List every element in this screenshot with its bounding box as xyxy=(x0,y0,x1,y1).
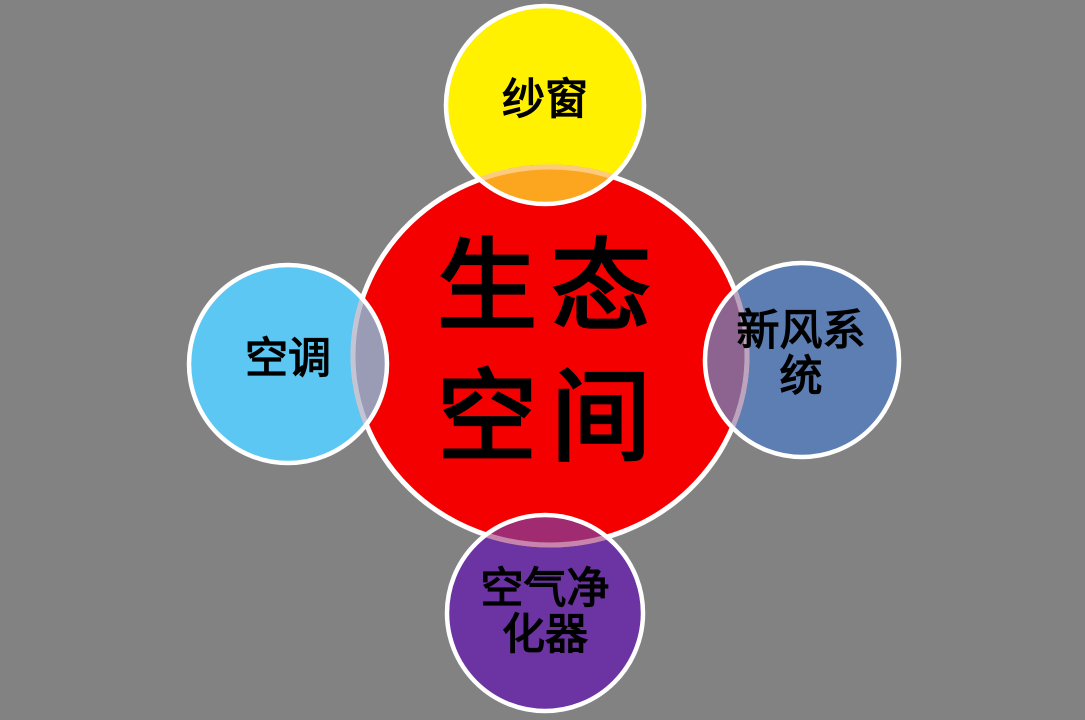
satellite-circle-left xyxy=(186,262,390,466)
satellite-label-bottom-line-1: 空气净 xyxy=(480,566,610,613)
satellite-circle-bottom xyxy=(444,512,646,714)
center-ring-through-right xyxy=(705,263,750,457)
center-ring-through-top xyxy=(446,164,644,204)
satellite-label-right-line-2: 统 xyxy=(779,354,823,401)
satellite-label-bottom-line-2: 化器 xyxy=(502,612,588,659)
satellite-circle-right xyxy=(702,260,902,460)
satellite-label-left: 空调 xyxy=(245,336,331,383)
center-ring-through-left xyxy=(350,265,387,463)
center-label-line-1: 生态 xyxy=(437,232,665,343)
satellite-label-right: 新风系 统 xyxy=(737,309,866,401)
satellite-label-bottom: 空气净 化器 xyxy=(481,567,610,659)
center-ring-through-bottom xyxy=(447,515,643,548)
satellite-label-right-line-1: 新风系 xyxy=(736,308,866,355)
center-label-line-2: 空间 xyxy=(437,363,665,474)
satellite-label-top: 纱窗 xyxy=(502,77,588,124)
center-label: 生态 空间 xyxy=(437,222,665,484)
satellite-circle-top xyxy=(443,3,647,207)
